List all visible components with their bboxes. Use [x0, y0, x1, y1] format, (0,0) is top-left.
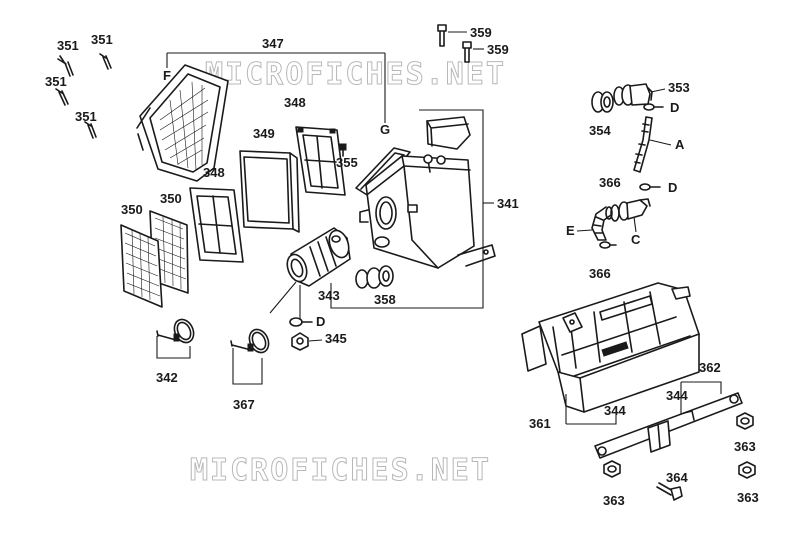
- label-367: 367: [233, 397, 255, 412]
- intake-duct-343: [286, 227, 351, 287]
- filter-element-349: [239, 150, 300, 233]
- hose-clamp-367: [230, 328, 270, 354]
- nut-363-right: [736, 412, 754, 430]
- label-ref-d-mid: D: [668, 180, 677, 195]
- label-361: 361: [529, 416, 551, 431]
- label-351-b: 351: [91, 32, 113, 47]
- filter-mesh-350-front: [120, 224, 163, 308]
- bolt-351-b: [99, 53, 112, 70]
- bolt-351-c: [55, 88, 69, 106]
- label-ref-d-top: D: [670, 100, 679, 115]
- label-342: 342: [156, 370, 178, 385]
- label-366-bottom: 366: [589, 266, 611, 281]
- battery-tray-361: [521, 282, 700, 413]
- grommet-354: [591, 91, 614, 113]
- label-343: 343: [318, 288, 340, 303]
- arrow-353: [650, 88, 666, 93]
- leader-347: [166, 52, 386, 123]
- watermark-bottom: MICROFICHES.NET: [190, 453, 491, 488]
- leader-367: [232, 348, 263, 385]
- leader-362: [680, 381, 722, 414]
- filter-frame-348-low: [189, 187, 244, 263]
- label-351-a: 351: [57, 38, 79, 53]
- label-351-d: 351: [75, 109, 97, 124]
- label-344-left: 344: [604, 403, 626, 418]
- elbow-hose-e: [591, 206, 612, 241]
- nut-345: [291, 332, 309, 351]
- clamp-366-bottom: [599, 241, 617, 249]
- label-345: 345: [325, 331, 347, 346]
- intake-cover-f: [136, 64, 229, 182]
- label-347: 347: [262, 36, 284, 51]
- ring-366: [605, 206, 613, 220]
- leader-341: [330, 109, 484, 309]
- label-349: 349: [253, 126, 275, 141]
- bolt-351-d: [84, 121, 97, 139]
- arrow-e: [576, 229, 593, 232]
- breather-hose-a: [633, 116, 653, 173]
- bolt-364: [656, 482, 683, 501]
- leader-343: [269, 281, 301, 320]
- label-363-left: 363: [603, 493, 625, 508]
- label-ref-f: F: [163, 68, 171, 83]
- leader-342: [156, 336, 191, 359]
- label-359-b: 359: [487, 42, 509, 57]
- nut-363-bottom: [738, 461, 756, 479]
- bolt-359-a: [437, 24, 447, 47]
- filter-frame-348-top: [295, 126, 346, 196]
- fitting-353: [613, 83, 653, 106]
- grommet-358: [355, 265, 394, 289]
- label-350-a: 350: [121, 202, 143, 217]
- label-350-b: 350: [160, 191, 182, 206]
- label-366-top: 366: [599, 175, 621, 190]
- bolt-351-a: [57, 55, 74, 77]
- joint-366: [610, 198, 651, 222]
- clamp-d-top: [643, 103, 664, 111]
- label-351-c: 351: [45, 74, 67, 89]
- arrow-a: [649, 139, 672, 146]
- arrow-345: [308, 339, 323, 342]
- label-341: 341: [497, 196, 519, 211]
- screw-355: [339, 143, 347, 157]
- clamp-d-343: [289, 317, 313, 327]
- label-353: 353: [668, 80, 690, 95]
- air-box-lid: [426, 116, 471, 150]
- bolt-359-b: [462, 41, 472, 63]
- label-358: 358: [374, 292, 396, 307]
- label-355: 355: [336, 155, 358, 170]
- air-box-341: [359, 154, 496, 269]
- label-ref-g: G: [380, 122, 390, 137]
- label-364: 364: [666, 470, 688, 485]
- label-ref-c: C: [631, 232, 641, 247]
- strap-362: [594, 392, 743, 459]
- hose-clamp-342: [156, 318, 195, 344]
- label-348-top: 348: [284, 95, 306, 110]
- label-359-a: 359: [470, 25, 492, 40]
- label-ref-e: E: [566, 223, 575, 238]
- label-348-low: 348: [203, 165, 225, 180]
- label-363-right: 363: [734, 439, 756, 454]
- leader-361: [565, 394, 617, 425]
- label-344-right: 344: [666, 388, 688, 403]
- arrow-c: [633, 216, 637, 233]
- label-ref-a: A: [675, 137, 685, 152]
- nut-363-left: [603, 460, 621, 478]
- watermark-top: MICROFICHES.NET: [205, 57, 506, 92]
- label-362: 362: [699, 360, 721, 375]
- label-363-bottom: 363: [737, 490, 759, 505]
- label-ref-d-343: D: [316, 314, 325, 329]
- clamp-d-mid: [639, 183, 661, 191]
- label-354: 354: [589, 123, 611, 138]
